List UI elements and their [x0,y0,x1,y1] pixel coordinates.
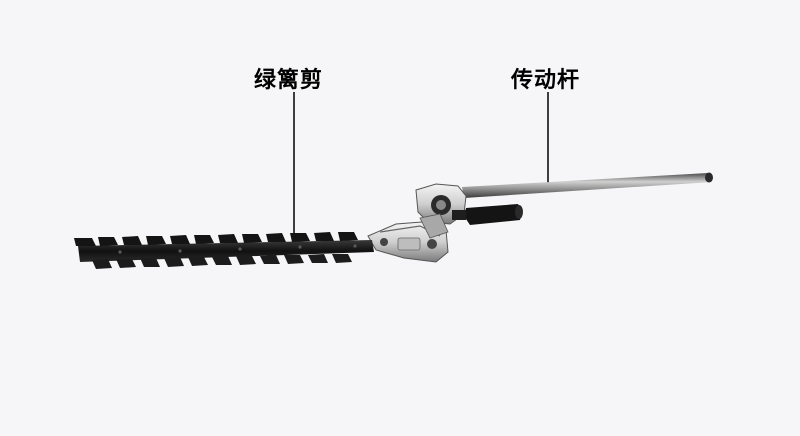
angle-joint [419,213,449,239]
label-drive-shaft: 传动杆 [511,68,581,93]
cutting-blade [74,232,374,269]
drive-shaft-tube [462,172,713,198]
gear-housing-upper [415,183,467,225]
handle-grip [464,204,523,225]
label-hedge-trimmer: 绿篱剪 [254,68,324,93]
